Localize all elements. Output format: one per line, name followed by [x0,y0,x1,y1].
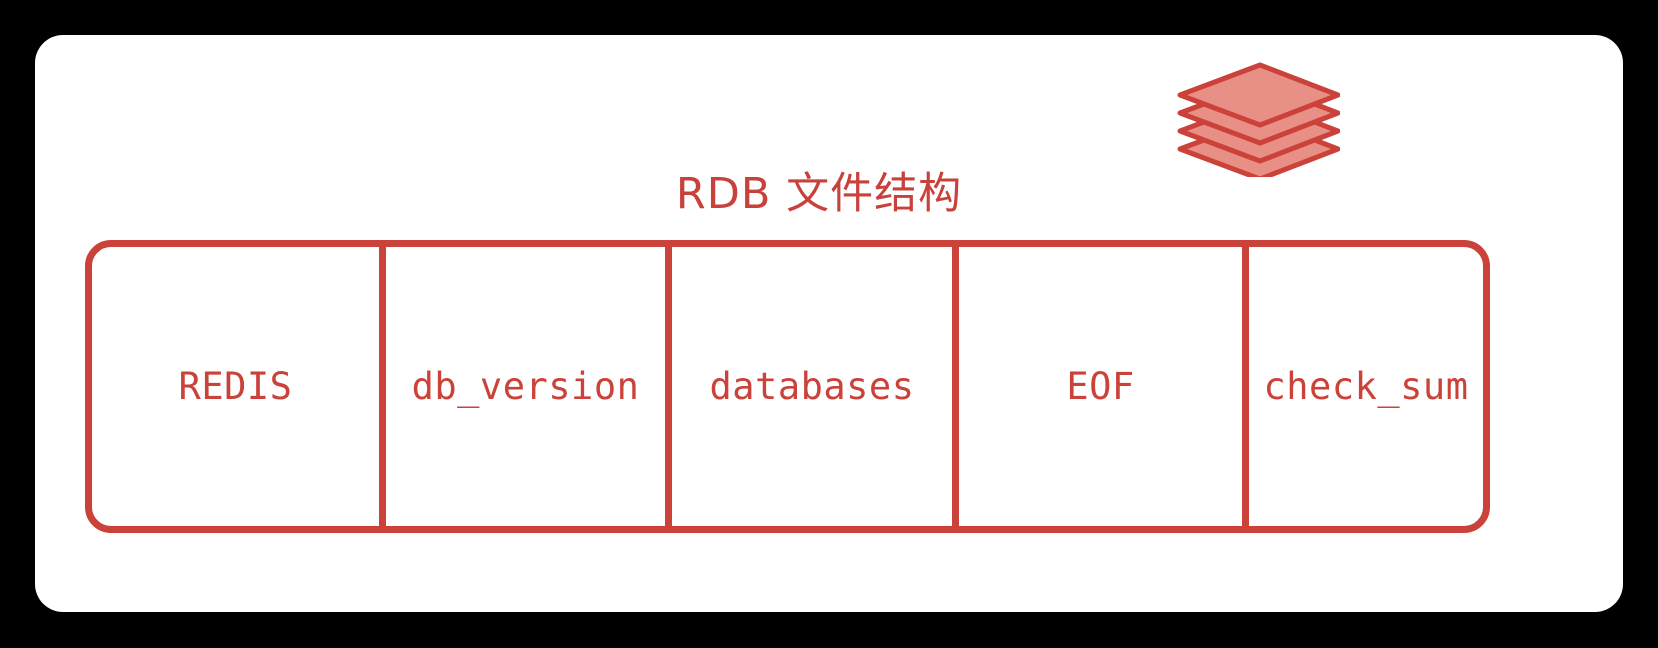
segment-label: databases [709,365,915,408]
segment-db-version: db_version [379,247,665,526]
segment-redis: REDIS [92,247,379,526]
content-card: RDB 文件结构 REDIS db_version [35,35,1623,612]
page-title: RDB 文件结构 [35,166,1623,222]
segment-eof: EOF [952,247,1242,526]
segment-label: REDIS [178,365,293,408]
page-title-text: RDB 文件结构 [675,169,963,219]
segment-check-sum: check_sum [1242,247,1483,526]
segment-label: check_sum [1263,365,1469,408]
segment-label: db_version [411,365,640,408]
rdb-structure-diagram: REDIS db_version databases EOF check_sum [85,240,1490,533]
segment-label: EOF [1066,365,1135,408]
segment-databases: databases [665,247,952,526]
layers-stack-icon [1140,57,1340,177]
